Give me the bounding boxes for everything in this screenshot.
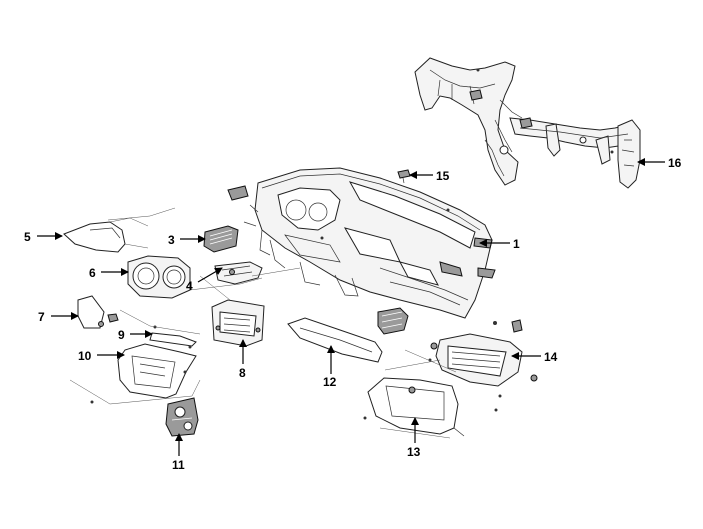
glove-box-part <box>363 377 498 437</box>
cluster-fascia-part <box>127 255 191 299</box>
glove-box-housing-part <box>428 319 538 398</box>
callout-12: 12 <box>323 345 337 389</box>
callout-label: 6 <box>89 266 96 280</box>
heater-control-part <box>165 397 199 437</box>
callout-9: 9 <box>118 328 153 342</box>
callout-label: 10 <box>78 349 92 363</box>
callout-7: 7 <box>38 310 79 324</box>
passenger-vent-part <box>377 307 409 335</box>
callout-5: 5 <box>24 230 63 244</box>
main-crash-pad-part <box>227 167 497 325</box>
callout-label: 5 <box>24 230 31 244</box>
callout-13: 13 <box>407 417 421 459</box>
center-bracket-part <box>214 261 263 285</box>
callout-label: 8 <box>239 366 246 380</box>
callout-label: 16 <box>668 156 682 170</box>
callout-label: 11 <box>172 458 185 472</box>
air-vent-part <box>203 225 239 253</box>
callout-14: 14 <box>511 350 558 364</box>
center-fascia-panel-part <box>90 343 197 404</box>
callout-label: 12 <box>323 375 337 389</box>
callout-label: 15 <box>436 169 450 183</box>
lower-cover-part <box>287 317 383 363</box>
callout-label: 1 <box>513 237 520 251</box>
callout-label: 3 <box>168 233 175 247</box>
callout-label: 7 <box>38 310 45 324</box>
callout-8: 8 <box>239 339 247 380</box>
cluster-hood-part <box>63 217 149 253</box>
callout-label: 14 <box>544 350 558 364</box>
callout-4: 4 <box>186 267 223 293</box>
side-cover-part <box>77 295 119 329</box>
head-unit-part <box>211 299 265 347</box>
callout-6: 6 <box>89 266 129 280</box>
callout-label: 13 <box>407 445 421 459</box>
callout-11: 11 <box>172 433 185 472</box>
callout-16: 16 <box>637 156 682 170</box>
cowl-cross-bar-part <box>414 57 641 189</box>
callout-10: 10 <box>78 349 125 363</box>
callout-15: 15 <box>409 169 450 183</box>
callout-1: 1 <box>479 237 520 251</box>
clip-part <box>397 169 411 184</box>
callout-label: 9 <box>118 328 125 342</box>
center-trim-strip-part <box>149 325 197 349</box>
callout-label: 4 <box>186 279 193 293</box>
callout-3: 3 <box>168 233 206 247</box>
